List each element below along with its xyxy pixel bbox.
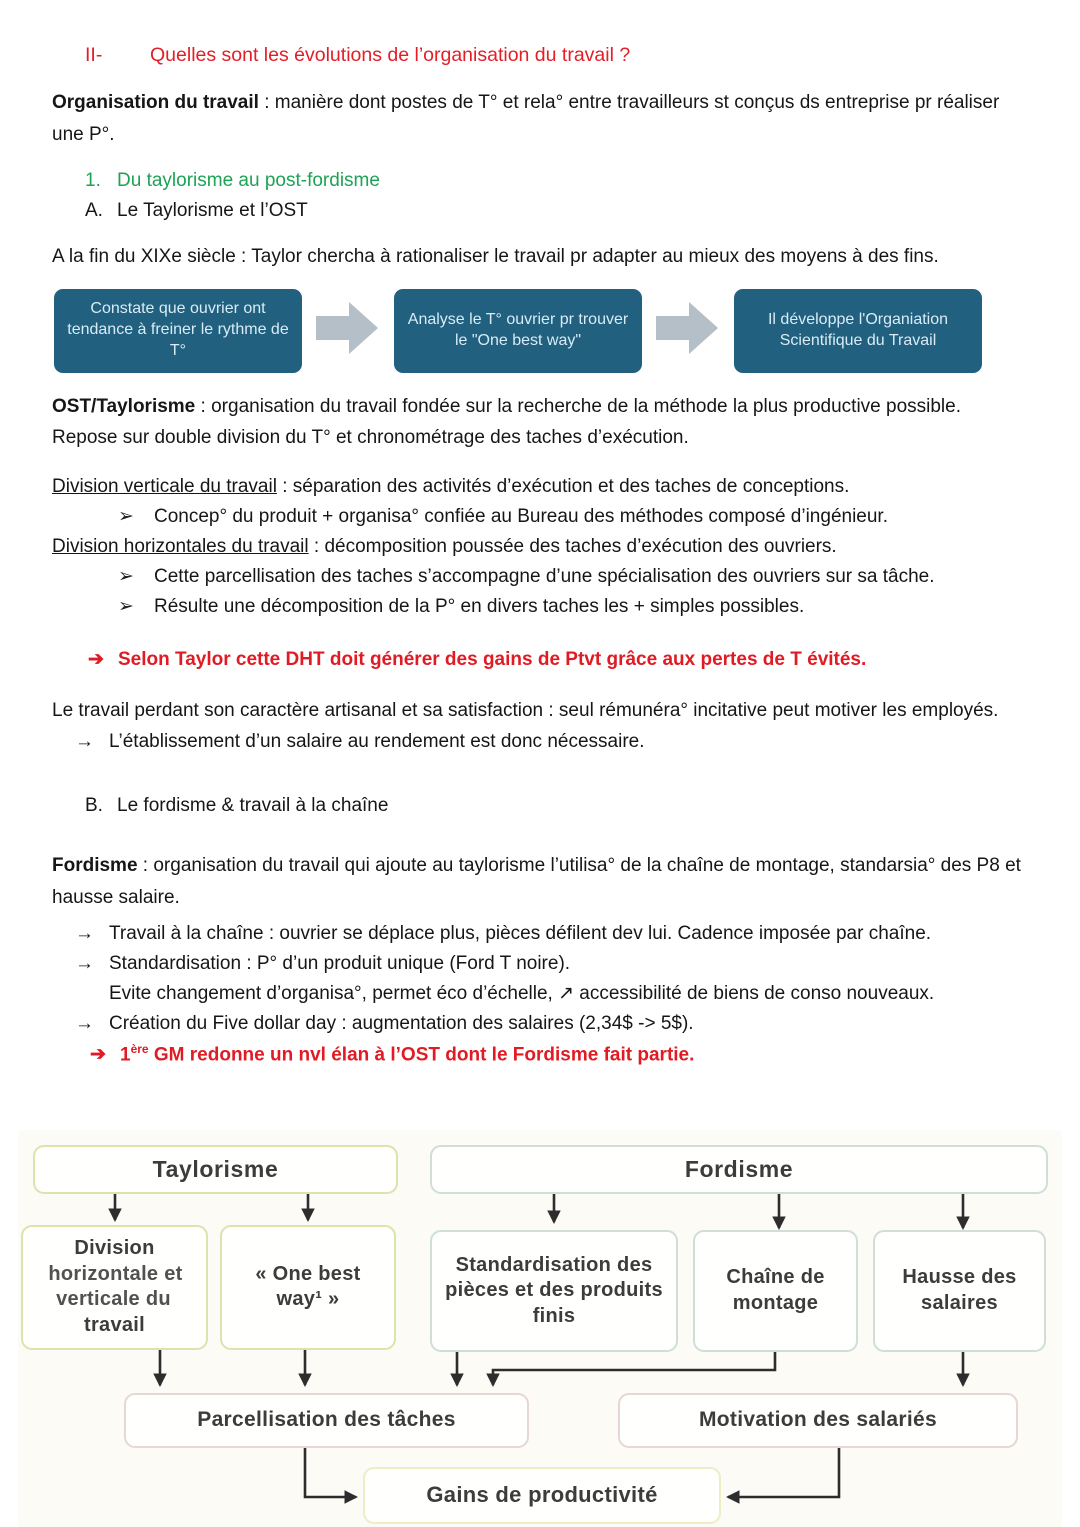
- bullet-text: Cette parcellisation des taches s’accomp…: [154, 566, 935, 588]
- diagram-box-division-text: Division horizontale et verticale du tra…: [31, 1236, 198, 1338]
- diagram-box-hausse-salaires: Hausse des salaires: [873, 1229, 1046, 1352]
- bullet-concep: ➢ Concep° du produit + organisa° confiée …: [118, 502, 1040, 532]
- line-division-horizontale: Division horizontales du travail : décom…: [52, 532, 1040, 562]
- word-strong: travail: [83, 1314, 146, 1336]
- paragraph-fordisme-definition: Fordisme : organisation du travail qui a…: [52, 850, 1027, 914]
- conclusion-ww1: ➔ 1ère GM redonne un nvl élan à l’OST don…: [90, 1042, 1040, 1066]
- diagram-box-gains-productivite: Gains de productivité: [363, 1466, 721, 1524]
- line-division-verticale: Division verticale du travail : séparati…: [52, 472, 1040, 502]
- section-numeral: II-: [85, 44, 103, 66]
- outline-marker: B.: [85, 795, 103, 817]
- paragraph-intro-taylor: A la fin du XIXe siècle : Taylor chercha…: [52, 245, 939, 267]
- bullet-text: Résulte une décomposition de la P° en di…: [154, 596, 805, 618]
- diagram-arrows: [108, 1193, 970, 1504]
- conclusion-text: 1: [120, 1043, 131, 1065]
- taylor-process-flow: Constate que ouvrier ont tendance à frei…: [54, 288, 1040, 373]
- paragraph-remuneration: Le travail perdant son caractère artisan…: [52, 700, 999, 722]
- bullet-salaire-rendement: → L’établissement d’un salaire au rendeme…: [75, 727, 1040, 757]
- diagram-box-taylorisme: Taylorisme: [33, 1144, 398, 1194]
- outline-item-B: B. Le fordisme & travail à la chaîne: [85, 791, 1040, 821]
- outline-label: Le Taylorisme et l’OST: [117, 200, 308, 222]
- line-evite-changement: Evite changement d’organisa°, permet éco…: [109, 982, 935, 1004]
- outline-item-A: A. Le Taylorisme et l’OST: [85, 196, 1040, 226]
- diagram-box-parcellisation: Parcellisation des tâches: [124, 1392, 529, 1448]
- term-division-horizontale: Division horizontales du travail: [52, 536, 309, 558]
- paragraph-ost-definition: OST/Taylorisme : organisation du travail…: [52, 391, 1027, 455]
- conclusion-taylor: ➔ Selon Taylor cette DHT doit générer des…: [88, 648, 1040, 671]
- bullet-parcellisation: ➢ Cette parcellisation des taches s’accom…: [118, 562, 1040, 592]
- outline-label: Du taylorisme au post-fordisme: [117, 169, 380, 191]
- term-division-verticale: Division verticale du travail: [52, 476, 277, 498]
- process-box-3: Il développe l'Organiation Scientifique …: [734, 288, 982, 373]
- taylorisme-fordisme-diagram: Taylorisme Fordisme Division horizontale…: [18, 1129, 1062, 1527]
- red-arrow-icon: ➔: [88, 649, 104, 671]
- conclusion-text: Selon Taylor cette DHT doit générer des …: [118, 649, 867, 671]
- term-organisation-du-travail: Organisation du travail: [52, 92, 259, 113]
- arrow-bullet-icon: →: [75, 1012, 94, 1034]
- diagram-box-chaine-montage: Chaîne de montage: [693, 1229, 858, 1352]
- word-normal: horizontale et verticale du: [48, 1262, 183, 1311]
- diagram-box-one-best-way: « One best way¹ »: [220, 1224, 396, 1350]
- bullet-text: Standardisation : P° d’un produit unique…: [109, 952, 571, 974]
- paragraph-organisation-definition: Organisation du travail : manière dont p…: [52, 87, 1027, 151]
- red-arrow-icon: ➔: [90, 1043, 106, 1065]
- bullet-travail-chaine: → Travail à la chaîne : ouvrier se déplac…: [75, 919, 1040, 949]
- outline-marker: 1.: [85, 169, 101, 191]
- bullet-text: Concep° du produit + organisa° confiée a…: [154, 506, 888, 528]
- block-arrow-icon: [316, 299, 380, 362]
- superscript: ère: [130, 1041, 149, 1056]
- conclusion-text: GM redonne un nvl élan à l’OST dont le F…: [148, 1043, 695, 1065]
- bullet-text: Travail à la chaîne : ouvrier se déplace…: [109, 922, 932, 944]
- bullet-text: Création du Five dollar day : augmentati…: [109, 1012, 694, 1034]
- diagram-box-motivation: Motivation des salariés: [618, 1392, 1018, 1448]
- definition-text: : séparation des activités d’exécution e…: [276, 476, 850, 498]
- section-heading: II- Quelles sont les évolutions de l’orga…: [85, 44, 1040, 67]
- term-ost-taylorisme: OST/Taylorisme: [52, 395, 196, 417]
- chevron-bullet-icon: ➢: [118, 566, 134, 588]
- outline-item-1: 1. Du taylorisme au post-fordisme: [85, 166, 1040, 196]
- process-box-2: Analyse le T° ouvrier pr trouver le "One…: [394, 288, 642, 373]
- word-strong: Division: [74, 1237, 155, 1260]
- section-title: Quelles sont les évolutions de l’organis…: [150, 44, 631, 66]
- arrow-bullet-icon: →: [75, 922, 94, 944]
- definition-text: : organisation du travail qui ajoute au …: [52, 854, 1021, 908]
- bullet-resulte: ➢ Résulte une décomposition de la P° en d…: [118, 592, 1040, 622]
- definition-text: : décomposition poussée des taches d’exé…: [308, 536, 837, 558]
- bullet-standardisation: → Standardisation : P° d’un produit uniqu…: [75, 949, 1040, 979]
- process-box-1: Constate que ouvrier ont tendance à frei…: [54, 288, 302, 373]
- diagram-box-standardisation: Standardisation des pièces et des produi…: [430, 1229, 678, 1352]
- notes-content: II- Quelles sont les évolutions de l’orga…: [52, 44, 1040, 1066]
- definition-text: : manière dont postes de T° et rela° ent…: [52, 92, 1000, 145]
- arrow-bullet-icon: →: [75, 952, 94, 974]
- diagram-box-fordisme: Fordisme: [430, 1144, 1048, 1194]
- block-arrow-icon: [656, 299, 720, 362]
- chevron-bullet-icon: ➢: [118, 506, 134, 528]
- arrow-bullet-icon: →: [75, 731, 94, 753]
- bullet-text: L’établissement d’un salaire au rendemen…: [109, 731, 645, 753]
- term-fordisme: Fordisme: [52, 854, 138, 876]
- outline-label: Le fordisme & travail à la chaîne: [117, 795, 389, 817]
- definition-text: : organisation du travail fondée sur la …: [52, 395, 961, 449]
- diagram-box-division: Division horizontale et verticale du tra…: [21, 1224, 208, 1350]
- spacer: [52, 757, 1040, 791]
- outline-marker: A.: [85, 200, 103, 222]
- bullet-five-dollar-day: → Création du Five dollar day : augmentat…: [75, 1009, 1040, 1039]
- chevron-bullet-icon: ➢: [118, 596, 134, 618]
